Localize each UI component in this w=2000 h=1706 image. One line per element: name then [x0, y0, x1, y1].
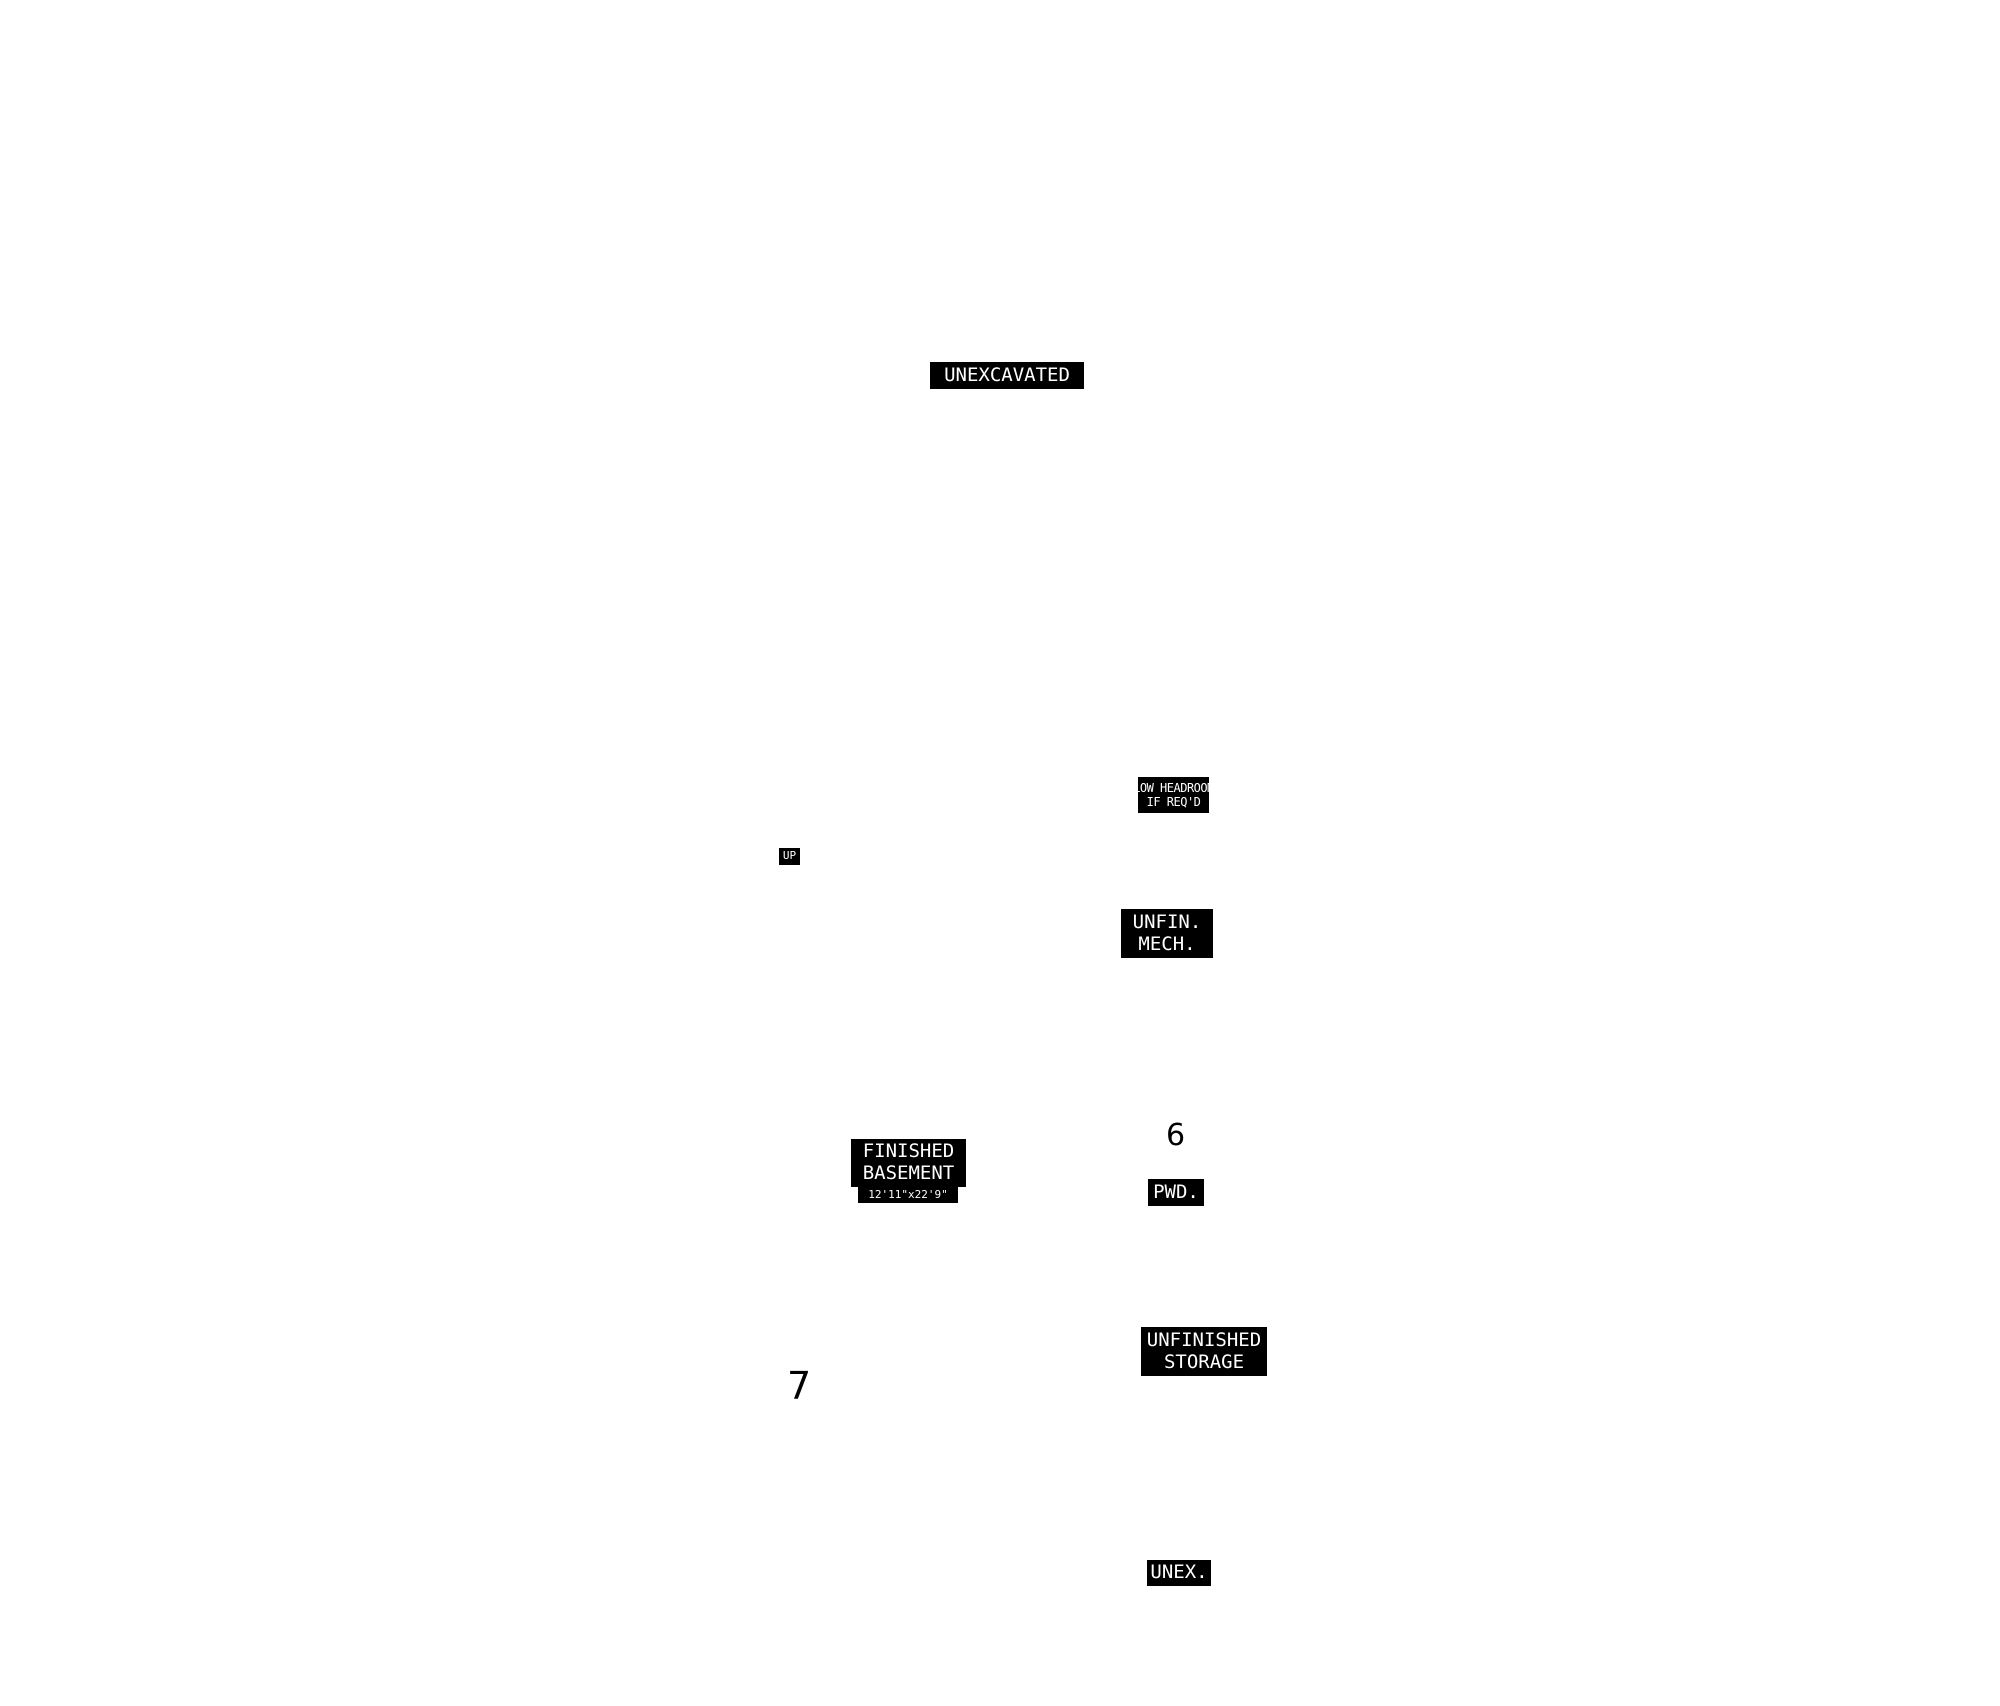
room-label-text-line1: UNFIN.	[1132, 910, 1202, 933]
room-label-unfinished-storage: UNFINISHED STORAGE	[1141, 1327, 1267, 1376]
room-label-text: PWD.	[1153, 1180, 1199, 1203]
room-label-unexcavated: UNEXCAVATED	[930, 362, 1084, 389]
room-label-low-headroom: LOW HEADROOM IF REQ'D	[1138, 777, 1209, 813]
stair-label-text: UP	[782, 849, 797, 863]
room-label-text-line1: LOW HEADROOM	[1138, 780, 1209, 795]
room-label-unfin-mech: UNFIN. MECH.	[1121, 909, 1213, 958]
room-label-unex: UNEX.	[1147, 1560, 1211, 1586]
room-dimensions-finished-basement: 12'11"x22'9"	[858, 1187, 958, 1203]
room-label-finished-basement: FINISHED BASEMENT	[851, 1139, 966, 1187]
room-label-pwd: PWD.	[1148, 1179, 1204, 1206]
room-label-text-line2: BASEMENT	[862, 1162, 955, 1184]
room-label-text-line2: MECH.	[1138, 932, 1196, 955]
room-label-text: UNEX.	[1150, 1561, 1208, 1584]
room-label-text-line2: IF REQ'D	[1146, 795, 1201, 809]
room-label-text-line1: FINISHED	[862, 1140, 955, 1163]
room-label-text-line1: UNFINISHED	[1146, 1328, 1262, 1351]
stair-marker-6: 6	[1166, 1118, 1186, 1153]
room-label-text: UNEXCAVATED	[944, 363, 1070, 386]
stair-marker-7: 7	[787, 1364, 812, 1408]
room-label-text-line2: STORAGE	[1163, 1350, 1245, 1373]
stair-label-up: UP	[779, 848, 800, 865]
room-dimensions-text: 12'11"x22'9"	[868, 1187, 948, 1201]
